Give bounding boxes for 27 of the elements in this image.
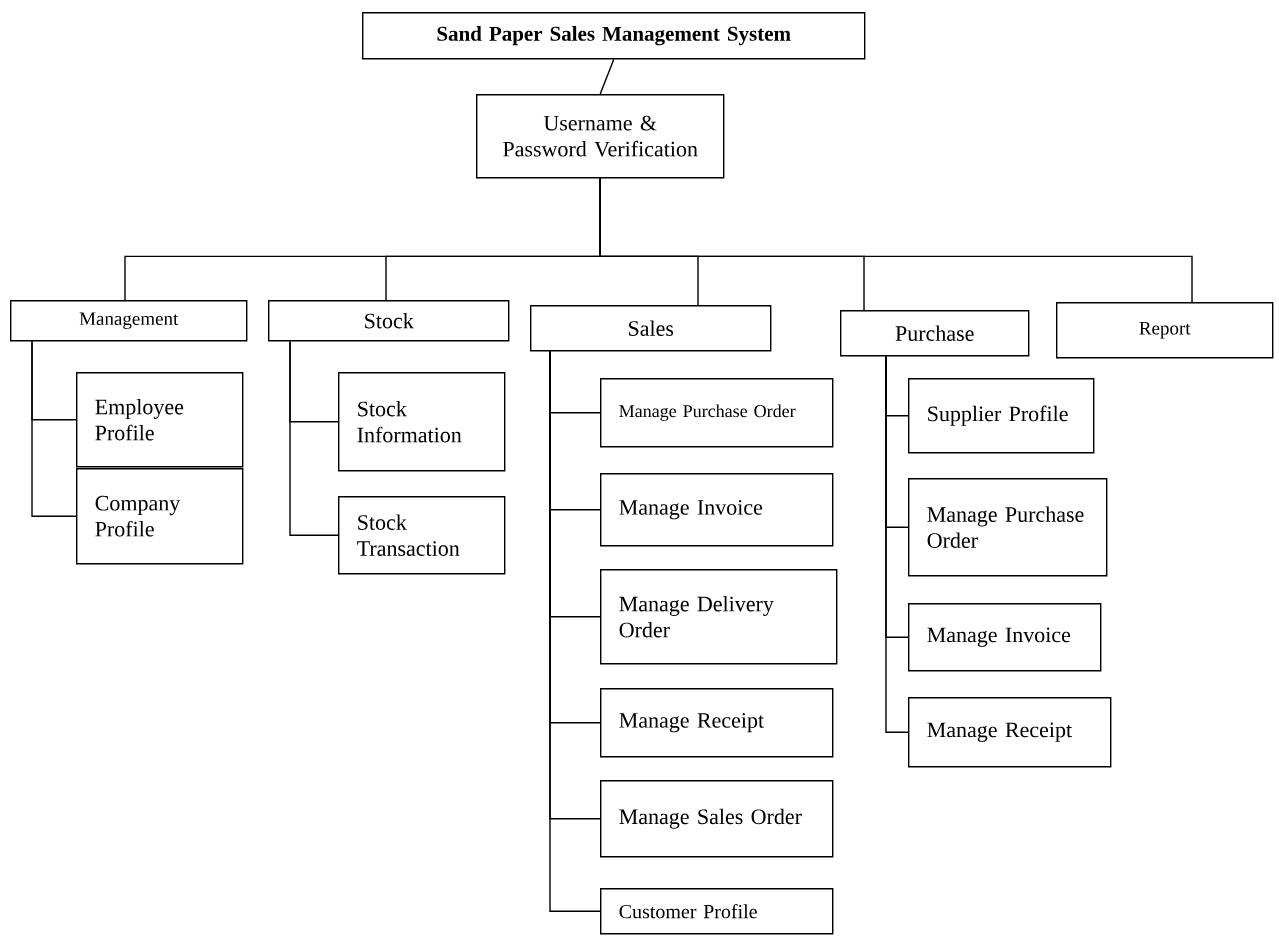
connector-line	[289, 340, 339, 536]
function-box: Manage Purchase Order	[908, 478, 1108, 577]
function-box: Stock Information	[338, 372, 506, 472]
function-box: Supplier Profile	[908, 378, 1095, 454]
function-box: Manage Sales Order	[600, 780, 834, 858]
process-box: Username & Password Verification	[476, 94, 725, 179]
function-box: Manage Receipt	[600, 688, 834, 758]
function-box: Company Profile	[76, 468, 244, 565]
function-box: Manage Receipt	[908, 697, 1112, 768]
function-box: Customer Profile	[600, 888, 834, 935]
title-box: Sand Paper Sales Management System	[362, 12, 866, 60]
module-box: Management	[10, 300, 248, 342]
connector-line	[599, 58, 615, 95]
connector-line	[885, 355, 909, 733]
module-box: Purchase	[840, 310, 1030, 357]
module-box: Report	[1056, 302, 1274, 359]
function-box: Stock Transaction	[338, 496, 506, 575]
module-box: Stock	[268, 300, 510, 342]
function-box: Manage Invoice	[908, 603, 1102, 672]
connector-line	[31, 340, 77, 517]
module-box: Sales	[530, 305, 772, 352]
function-box: Employee Profile	[76, 372, 244, 468]
function-box: Manage Delivery Order	[600, 569, 838, 665]
connector-line	[599, 177, 1193, 303]
function-box: Manage Invoice	[600, 473, 834, 547]
connector-line	[549, 350, 601, 912]
function-box: Manage Purchase Order	[600, 378, 834, 448]
